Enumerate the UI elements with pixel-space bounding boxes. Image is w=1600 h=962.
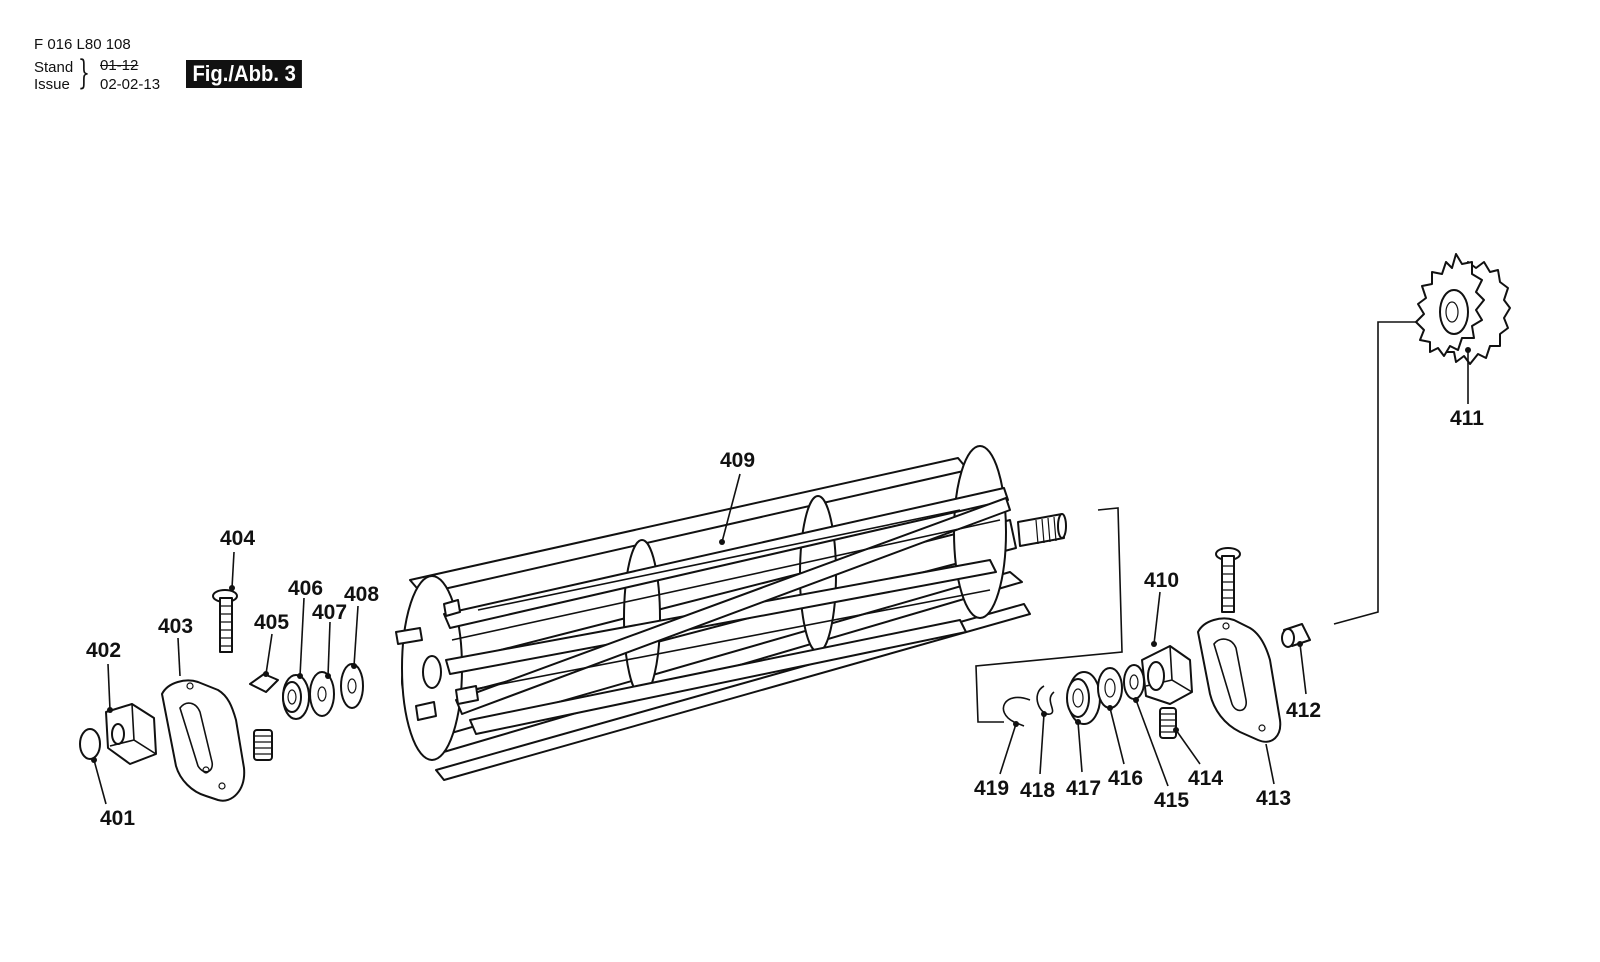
clip-405 [249,673,279,693]
label-416: 416 [1108,767,1144,790]
stand-label: Stand [34,59,74,76]
clip-418 [1036,685,1055,715]
leader-lines [93,350,1469,805]
sprocket-connector-line [1333,321,1424,625]
label-409: 409 [720,449,756,472]
brace-glyph: } [78,53,90,93]
bushing-412 [1281,623,1311,648]
assembly-bracket-line [975,507,1123,723]
issue-label: Issue [34,76,70,93]
label-406: 406 [288,577,324,600]
label-418: 418 [1020,779,1056,802]
washer-416 [1097,667,1123,709]
side-plate-403 [161,679,246,802]
cutting-reel-409 [395,445,1067,781]
label-411: 411 [1450,407,1484,430]
label-414: 414 [1188,767,1224,790]
label-410: 410 [1144,569,1180,592]
side-plate-413 [1197,617,1282,743]
bearing-406 [282,674,310,720]
sprocket-411 [1415,253,1511,365]
cap-401 [79,728,101,760]
spring-414 [1159,707,1177,739]
label-405: 405 [254,611,290,634]
leader-dots [91,347,1471,763]
bearing-417 [1066,671,1101,725]
figure-label: Fig./Abb. 3 [186,60,303,88]
label-404: 404 [220,527,256,550]
screw-404 [212,589,238,653]
washer-415 [1123,664,1145,700]
housing-410 [1141,645,1193,705]
label-412: 412 [1286,699,1322,722]
housing-402 [105,703,157,765]
spring-left [253,729,273,761]
label-417: 417 [1066,777,1102,800]
label-407: 407 [312,601,348,624]
washer-407 [309,671,335,717]
issue-date: 02-02-13 [100,76,161,93]
label-408: 408 [344,583,380,606]
label-419: 419 [974,777,1010,800]
doc-number: F 016 L80 108 [34,36,131,53]
label-403: 403 [158,615,194,638]
label-402: 402 [86,639,122,662]
label-415: 415 [1154,789,1190,812]
washer-408 [340,663,364,709]
screw-right [1215,547,1241,613]
label-401: 401 [100,807,136,830]
label-413: 413 [1256,787,1292,810]
old-date: 01-12 [100,57,139,74]
